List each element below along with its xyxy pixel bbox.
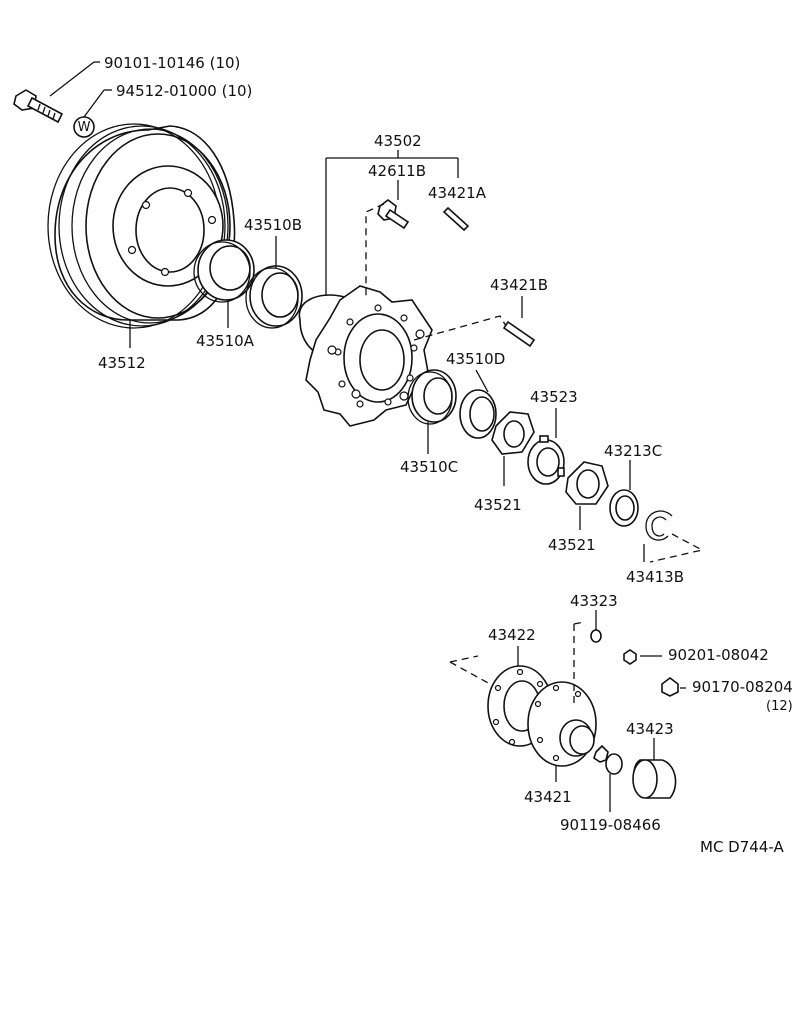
pin-43421B: [502, 320, 536, 348]
label-42611B: 42611B: [368, 162, 426, 180]
label-43502: 43502: [374, 132, 422, 150]
part-labels: 90101-10146 (10) 94512-01000 (10) 43512 …: [98, 54, 793, 856]
label-90201-08042: 90201-08042: [668, 646, 769, 664]
label-43421A: 43421A: [428, 184, 487, 202]
label-90119-08466: 90119-08466: [560, 816, 661, 834]
label-43523: 43523: [530, 388, 578, 406]
label-43510D: 43510D: [446, 350, 505, 368]
ring-43213C: [609, 489, 639, 527]
label-43521-lower: 43521: [548, 536, 596, 554]
label-43213C: 43213C: [604, 442, 662, 460]
label-43413B: 43413B: [626, 568, 684, 586]
label-43521-upper: 43521: [474, 496, 522, 514]
label-90101-10146: 90101-10146 (10): [104, 54, 240, 72]
label-quantity-12: (12): [766, 699, 793, 714]
lock-washer-43523: [527, 435, 565, 485]
snap-ring-43413B: [645, 510, 673, 541]
pin-43421A: [442, 206, 470, 232]
nut-90201-08042: [623, 649, 637, 665]
label-43423: 43423: [626, 720, 674, 738]
label-43512: 43512: [98, 354, 146, 372]
oil-seal-43510A: [193, 239, 255, 303]
bolt-90119-08466: [593, 744, 623, 775]
nut-90170-08204: [661, 677, 679, 697]
label-43422: 43422: [488, 626, 536, 644]
diagram-code: MC D744-A: [700, 838, 784, 856]
washer-mark: W: [78, 120, 91, 135]
label-43510C: 43510C: [400, 458, 458, 476]
flange-43421: [527, 681, 597, 767]
label-43421B: 43421B: [490, 276, 548, 294]
label-43421: 43421: [524, 788, 572, 806]
washer-94512-01000: W: [73, 116, 95, 138]
label-43323: 43323: [570, 592, 618, 610]
assembly-guide-lines: [365, 203, 704, 706]
bearing-43510B: [245, 265, 303, 329]
nut-43521-lower: [565, 461, 609, 505]
leader-lines: [49, 61, 686, 812]
label-43510A: 43510A: [196, 332, 255, 350]
label-90170-08204: 90170-08204: [692, 678, 793, 696]
hub-cap-43423: [632, 759, 677, 799]
cap-43323: [590, 629, 602, 643]
label-94512-01000: 94512-01000 (10): [116, 82, 252, 100]
washer-43510D: [459, 389, 497, 439]
axle-hub-43502: [298, 285, 433, 427]
bolt-90101-10146: [13, 89, 64, 124]
bearing-43510C: [407, 369, 457, 425]
label-43510B: 43510B: [244, 216, 302, 234]
nut-43521-upper: [491, 411, 535, 455]
